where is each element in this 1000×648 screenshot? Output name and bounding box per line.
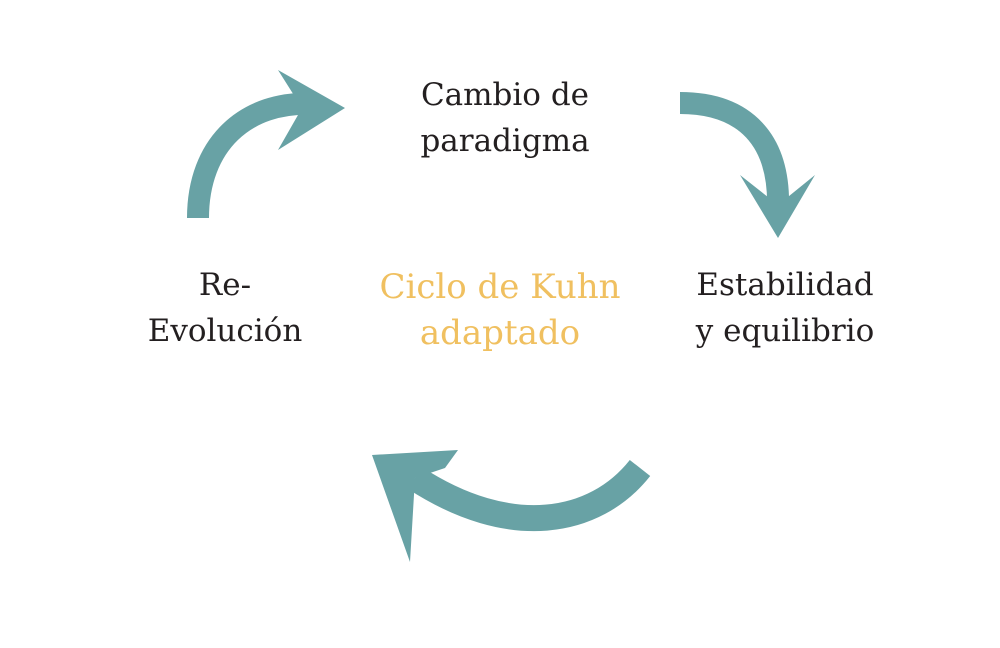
node-top-line1: Cambio de: [420, 77, 590, 113]
node-left-line2: Evolución: [147, 313, 303, 349]
node-estabilidad-y-equilibrio: Estabilidad y equilibrio: [670, 262, 900, 354]
node-right-line2: y equilibrio: [695, 313, 875, 349]
arrow-top-to-right: [679, 92, 815, 238]
diagram-center-title: Ciclo de Kuhn adaptado: [345, 264, 655, 356]
arrow-left-to-top: [187, 70, 345, 219]
node-right-line1: Estabilidad: [696, 267, 874, 303]
node-top-line2: paradigma: [420, 123, 590, 159]
node-re-evolucion: Re- Evolución: [110, 262, 340, 354]
center-title-line1: Ciclo de Kuhn: [379, 267, 621, 307]
center-title-line2: adaptado: [419, 313, 581, 353]
node-cambio-de-paradigma: Cambio de paradigma: [380, 72, 630, 164]
arrow-right-to-left: [372, 450, 651, 562]
node-left-line1: Re-: [198, 267, 252, 303]
